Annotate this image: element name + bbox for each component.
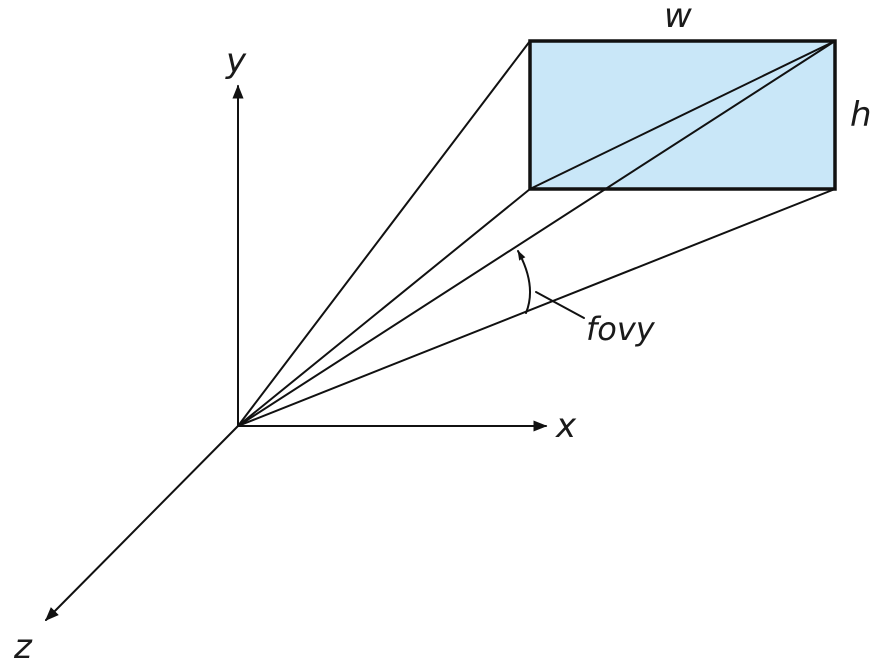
fovy-angle-arc	[517, 250, 531, 314]
plane-diagonal	[529, 40, 836, 190]
z-axis	[45, 425, 239, 621]
fovy-label: fovy	[586, 310, 656, 348]
z-axis-label: z	[13, 627, 33, 667]
frustum-edge-top-right	[237, 40, 836, 427]
y-axis-label: y	[225, 41, 247, 81]
x-axis-label: x	[555, 406, 577, 446]
width-label: w	[664, 0, 692, 36]
fovy-leader-line	[535, 291, 585, 319]
frustum-edge-bottom-right	[237, 188, 836, 427]
frustum-edge-bottom-left	[237, 188, 531, 427]
frustum-edge-top-left	[237, 40, 531, 427]
height-label: h	[850, 95, 872, 135]
